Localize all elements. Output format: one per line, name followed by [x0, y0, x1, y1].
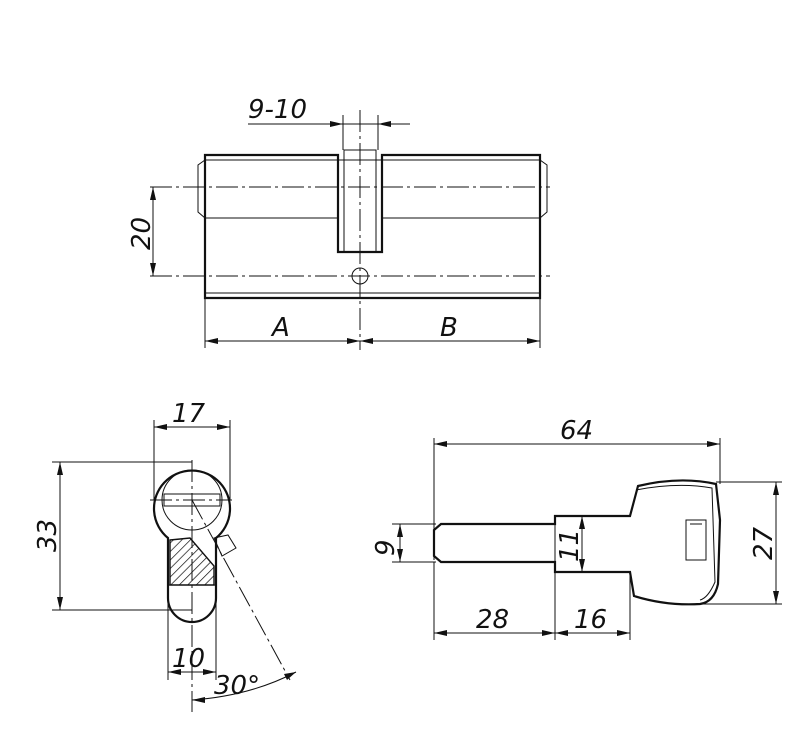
key-view: 64 9 11 27 28 16	[371, 416, 782, 640]
dim-bottom-10: 10	[172, 644, 205, 674]
right-plug-edge	[539, 159, 548, 219]
dim-step-length-16: 16	[574, 605, 607, 635]
dim-b: B	[440, 313, 458, 343]
key-hole	[685, 519, 707, 561]
dim-step-height-11: 11	[555, 529, 585, 562]
dim-head-height-27: 27	[749, 526, 779, 560]
key-bow-inner	[635, 484, 716, 601]
dim-key-length-64: 64	[560, 416, 593, 446]
cylinder-side-view: 9-10 20 A B	[127, 95, 550, 350]
left-plug-edge	[197, 159, 206, 219]
dim-blade-height-9: 9	[371, 539, 401, 556]
cam-angle-line	[191, 499, 291, 681]
dim-blade-length-28: 28	[476, 605, 509, 635]
dim-cam-width: 9-10	[248, 95, 307, 125]
dim-width-17: 17	[172, 399, 206, 429]
dim-height-33: 33	[33, 519, 63, 552]
dim-a: A	[270, 313, 290, 343]
cylinder-profile-view: 17 33 10 30°	[33, 399, 297, 712]
dim-height-20: 20	[127, 217, 157, 250]
cam	[213, 534, 237, 557]
screw-hole	[351, 267, 369, 285]
profile-outline	[152, 469, 232, 624]
key-outline	[432, 479, 722, 606]
cylinder-body	[203, 153, 542, 300]
dim-angle-30: 30°	[214, 671, 260, 701]
